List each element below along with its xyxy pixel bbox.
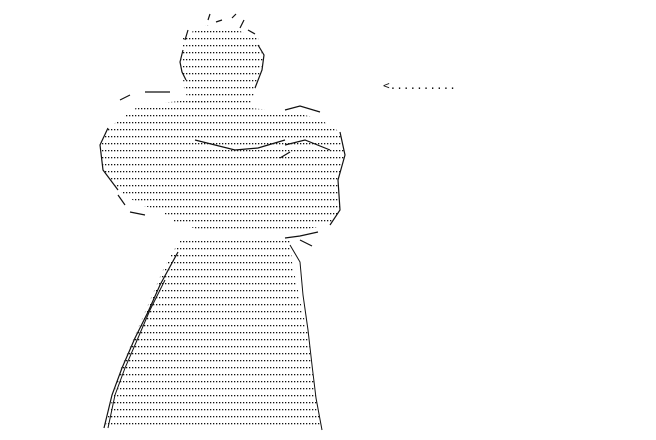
arms-shape — [99, 91, 346, 232]
head-shape — [179, 13, 265, 105]
arrow-annotation: <.......... — [383, 79, 456, 92]
body-shape — [103, 231, 323, 431]
